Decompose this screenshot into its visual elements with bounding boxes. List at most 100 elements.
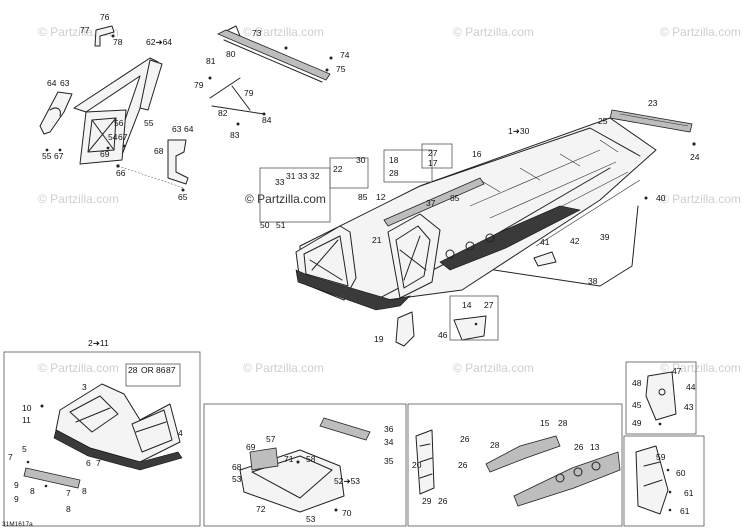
callout-label: 24 <box>690 152 700 162</box>
callout-label: 53 <box>232 474 242 484</box>
callout-label: 60 <box>676 468 686 478</box>
callout-label: 8 <box>30 486 35 496</box>
callout-label: 63 <box>172 124 182 134</box>
callout-label: 23 <box>648 98 658 108</box>
callout-label: 73 <box>252 28 262 38</box>
callout-label: 84 <box>262 115 272 125</box>
callout-label: 1➜30 <box>508 126 530 136</box>
panel-bracket-43-49 <box>625 361 697 435</box>
callout-label: 9 <box>14 494 19 504</box>
callout-label: 15 <box>540 418 550 428</box>
callout-label: 87 <box>166 365 176 375</box>
callout-label: 33 <box>275 177 285 187</box>
callout-label: 68 <box>232 462 242 472</box>
callout-label: 61 <box>680 506 690 516</box>
callout-label: 70 <box>342 508 352 518</box>
callout-label: 35 <box>384 456 394 466</box>
callout-label: 30 <box>356 155 366 165</box>
callout-label: 86 <box>156 365 166 375</box>
callout-label: 25 <box>598 116 608 126</box>
callout-label: 11 <box>22 415 31 425</box>
inset-box-28-87 <box>125 363 181 387</box>
steering-support-frame <box>39 57 185 189</box>
callout-label: 8 <box>66 504 71 514</box>
callout-label: 26 <box>460 434 470 444</box>
bracket-76-78 <box>94 25 115 47</box>
callout-label: 41 <box>540 237 550 247</box>
bracket-43-49 <box>645 371 677 426</box>
callout-label: 78 <box>113 37 123 47</box>
callout-label: 52➜53 <box>334 476 360 486</box>
plate-14 <box>453 315 487 341</box>
callout-label: 85 <box>450 193 460 203</box>
callout-label: 47 <box>672 366 682 376</box>
callout-label: 76 <box>100 12 110 22</box>
callout-label: 64 <box>47 78 57 88</box>
steering-column <box>217 25 333 83</box>
callout-label: 13 <box>590 442 600 452</box>
callout-label: 55 <box>42 151 52 161</box>
callout-label: 9 <box>14 480 19 490</box>
panel-skid-plate <box>203 403 407 527</box>
watermark-text: © Partzilla.com <box>453 25 534 39</box>
inset-box-14-27 <box>449 295 499 341</box>
callout-label: 7 <box>8 452 13 462</box>
callout-label: 39 <box>600 232 610 242</box>
watermark-text-dark: © Partzilla.com <box>245 192 326 206</box>
callout-label: 80 <box>226 49 236 59</box>
panel-front-frame <box>3 351 201 527</box>
callout-label: 28 <box>389 168 399 178</box>
callout-label: 10 <box>22 403 32 413</box>
callout-label: 74 <box>340 50 350 60</box>
callout-label: 33 <box>298 171 308 181</box>
callout-label: 64 <box>184 124 194 134</box>
panel-heat-shields <box>407 403 623 527</box>
callout-label: 21 <box>372 235 382 245</box>
inset-box-27 <box>421 143 453 169</box>
rear-bumper-rod <box>493 196 648 287</box>
rail-23 <box>609 109 696 146</box>
callout-label: 48 <box>632 378 642 388</box>
callout-label: 7 <box>96 458 101 468</box>
main-chassis <box>295 117 657 311</box>
front-frame <box>23 383 183 489</box>
callout-label: 28 <box>558 418 568 428</box>
inset-box-31-33 <box>259 167 331 223</box>
callout-label: 44 <box>686 382 696 392</box>
plate-41 <box>533 251 557 267</box>
callout-label: 5 <box>22 444 27 454</box>
callout-label: 57 <box>266 434 276 444</box>
callout-label: 22 <box>333 164 343 174</box>
callout-label: 50 <box>260 220 270 230</box>
callout-label: 19 <box>374 334 384 344</box>
callout-label: 6 <box>86 458 91 468</box>
callout-label: 40 <box>656 193 666 203</box>
callout-label: 77 <box>80 25 90 35</box>
callout-label: 29 <box>422 496 432 506</box>
callout-label: 61 <box>684 488 694 498</box>
callout-label: 79 <box>244 88 254 98</box>
watermark-text: © Partzilla.com <box>453 361 534 375</box>
callout-label: 26 <box>438 496 448 506</box>
callout-label: 18 <box>389 155 399 165</box>
callout-label: 17 <box>428 158 438 168</box>
callout-label: 83 <box>230 130 240 140</box>
callout-label: 7 <box>66 488 71 498</box>
callout-label: 59 <box>656 452 666 462</box>
figure-code: 31M1617a <box>2 521 33 528</box>
watermark-text: © Partzilla.com <box>38 361 119 375</box>
callout-label: 82 <box>218 108 228 118</box>
callout-label: 56 <box>114 118 124 128</box>
watermark-text: © Partzilla.com <box>660 192 741 206</box>
callout-label: 42 <box>570 236 580 246</box>
callout-label: 12 <box>376 192 386 202</box>
callout-label: 28 <box>490 440 500 450</box>
callout-label: 67 <box>118 132 128 142</box>
callout-label: 58 <box>306 454 316 464</box>
watermark-text: © Partzilla.com <box>243 25 324 39</box>
callout-label: 20 <box>412 460 422 470</box>
watermark-text: © Partzilla.com <box>660 25 741 39</box>
callout-label: 26 <box>574 442 584 452</box>
